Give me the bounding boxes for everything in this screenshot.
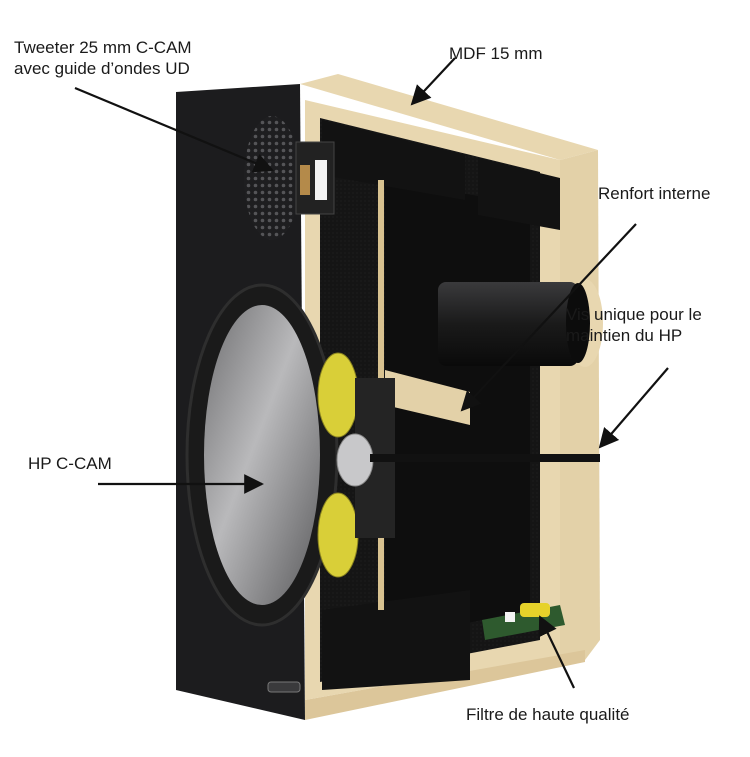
label-vis-line1: Vis unique pour le [566, 305, 702, 324]
leader-filtre [538, 615, 575, 689]
tweeter-grille [244, 116, 300, 240]
woofer-cone [204, 305, 320, 605]
dust-cap [336, 433, 374, 487]
bass-port [438, 279, 603, 367]
crossover-filter [482, 603, 565, 640]
mounting-screw [370, 454, 600, 462]
label-filtre: Filtre de haute qualité [466, 705, 630, 724]
leader-mdf [410, 57, 456, 106]
mdf-top-edge [300, 74, 598, 160]
foam-top-block [322, 120, 465, 200]
leader-tweeter [74, 86, 274, 173]
label-tweeter-line2: avec guide d’ondes UD [14, 59, 190, 78]
woofer [185, 283, 600, 627]
spider-top [317, 352, 359, 438]
label-hp: HP C-CAM [28, 454, 112, 473]
tweeter-magnet [300, 165, 310, 195]
leader-vis [598, 367, 669, 449]
spider-bottom [317, 492, 359, 578]
label-vis: Vis unique pour le maintien du HP [566, 304, 702, 346]
brace-horizontal [385, 370, 470, 425]
mdf-right-wall [560, 150, 600, 660]
label-tweeter-line1: Tweeter 25 mm C-CAM [14, 38, 192, 57]
filter-component [505, 612, 515, 622]
port-tube [438, 282, 578, 366]
callout-lines [74, 57, 669, 689]
tweeter [244, 116, 335, 240]
tweeter-dome [315, 160, 327, 200]
filter-capacitor [520, 603, 550, 617]
brand-badge [267, 681, 301, 693]
mdf-bottom [305, 650, 585, 720]
foam-top-block-right [478, 158, 560, 230]
label-mdf: MDF 15 mm [449, 44, 543, 63]
port-inner [566, 283, 590, 363]
label-tweeter: Tweeter 25 mm C-CAM avec guide d’ondes U… [14, 37, 192, 79]
label-renfort: Renfort interne [598, 184, 711, 203]
leader-renfort [460, 223, 637, 412]
label-vis-line2: maintien du HP [566, 326, 683, 345]
foam-bottom-block [322, 590, 470, 690]
